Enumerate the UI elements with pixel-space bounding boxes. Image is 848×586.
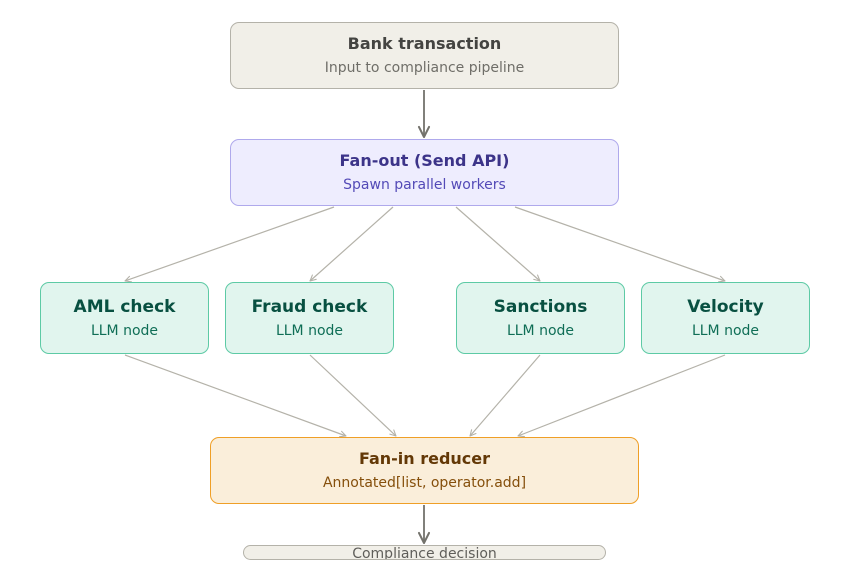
worker-title: Velocity <box>687 296 764 317</box>
edge-velocity-to-fanin <box>517 354 726 438</box>
edge-sanctions-to-fanin <box>469 354 541 437</box>
worker-node-aml-check: AML check LLM node <box>40 282 209 354</box>
worker-subtitle: LLM node <box>691 322 760 339</box>
edge-fanout-to-sanctions <box>455 206 541 282</box>
worker-node-fraud-check: Fraud check LLM node <box>225 282 394 354</box>
fan-out-node: Fan-out (Send API) Spawn parallel worker… <box>230 139 619 206</box>
worker-node-velocity: Velocity LLM node <box>641 282 810 354</box>
worker-subtitle: LLM node <box>506 322 575 339</box>
fan-in-reducer-node: Fan-in reducer Annotated[list, operator.… <box>210 437 639 504</box>
edge-fanout-to-fraud <box>309 206 394 282</box>
worker-node-sanctions: Sanctions LLM node <box>456 282 625 354</box>
bank-transaction-subtitle: Input to compliance pipeline <box>324 60 525 76</box>
compliance-decision-node: Compliance decision <box>243 545 606 560</box>
edge-aml-to-fanin <box>124 354 347 438</box>
worker-title: AML check <box>73 296 176 317</box>
bank-transaction-title: Bank transaction <box>347 34 502 53</box>
bank-transaction-node: Bank transaction Input to compliance pip… <box>230 22 619 89</box>
edge-fanout-to-velocity <box>514 206 726 283</box>
compliance-decision-label: Compliance decision <box>352 546 497 560</box>
fan-in-title: Fan-in reducer <box>358 449 491 468</box>
worker-subtitle: LLM node <box>90 322 159 339</box>
fan-out-subtitle: Spawn parallel workers <box>343 177 506 193</box>
fan-in-subtitle: Annotated[list, operator.add] <box>322 475 527 491</box>
worker-subtitle: LLM node <box>275 322 344 339</box>
edge-fanout-to-aml <box>124 206 335 283</box>
worker-title: Fraud check <box>251 296 368 317</box>
fan-out-title: Fan-out (Send API) <box>339 151 510 170</box>
edge-fraud-to-fanin <box>309 354 397 437</box>
worker-title: Sanctions <box>493 296 588 317</box>
